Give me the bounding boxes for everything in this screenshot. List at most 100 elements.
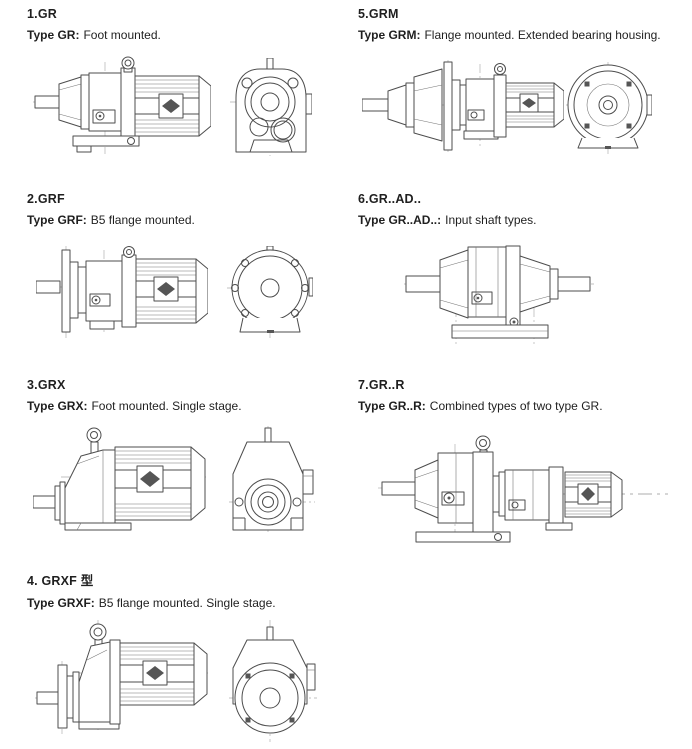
eye-bolt-icon [494, 63, 506, 75]
foot-bracket [239, 317, 301, 333]
output-shaft [362, 98, 389, 112]
grf-side-view-drawing [36, 246, 208, 338]
motor [564, 471, 623, 518]
section-gr-r-heading: 7.GR..R [358, 378, 405, 392]
gr-r-side-view-drawing [378, 435, 668, 543]
type-label: Type GRM: [358, 28, 421, 42]
gear-housing [54, 449, 116, 527]
motor [135, 258, 208, 324]
grx-front-view-drawing [229, 426, 315, 532]
grx-side-view-drawing [33, 427, 209, 531]
grf-front-view-drawing [227, 246, 313, 338]
output-shaft [34, 95, 60, 109]
foot-base [72, 135, 140, 153]
foot-bracket [577, 137, 639, 149]
section-gr: 1.GR Type GR:Foot mounted. [27, 7, 327, 42]
motor [114, 446, 206, 521]
vent-plug [266, 626, 274, 641]
type-label: Type GRXF: [27, 596, 95, 610]
mounting-flange [443, 61, 453, 151]
brand-logo-icon [153, 276, 179, 302]
gear-housing [232, 441, 314, 531]
gear-housing [66, 641, 120, 730]
type-text: Flange mounted. Extended bearing housing… [424, 28, 661, 42]
motor-flange [493, 74, 507, 138]
section-grxf: 4. GRXF 型 Type GRXF:B5 flange mounted. S… [27, 570, 327, 610]
gr-side-view-drawing [33, 56, 211, 154]
type-text: Foot mounted. Single stage. [91, 399, 242, 413]
section-gr-ad-description: Type GR..AD..:Input shaft types. [358, 213, 688, 227]
extended-bearing-housing [387, 68, 443, 142]
flange-face [231, 249, 309, 327]
gear-housing [414, 452, 474, 524]
grm-front-view-drawing [566, 62, 652, 154]
eye-bolt-icon [121, 56, 135, 73]
type-text: Combined types of two type GR. [429, 399, 603, 413]
type-label: Type GRF: [27, 213, 87, 227]
section-grx: 3.GRX Type GRX:Foot mounted. Single stag… [27, 378, 327, 413]
section-grm-description: Type GRM:Flange mounted. Extended bearin… [358, 28, 688, 42]
input-flange [505, 245, 521, 333]
output-shaft [36, 280, 61, 294]
motor [505, 82, 564, 128]
gear-housing [451, 78, 499, 140]
foot-base [415, 531, 511, 543]
flange-face [234, 662, 306, 734]
eye-bolt-icon [123, 246, 135, 258]
b5-flange [57, 664, 68, 729]
section-grf-heading: 2.GRF [27, 192, 65, 206]
bearing-bores [241, 76, 299, 143]
type-label: Type GR: [27, 28, 80, 42]
brand-logo-icon [519, 93, 539, 113]
eye-bolt-icon [89, 623, 107, 649]
input-shaft-housing [509, 255, 591, 327]
output-shaft [381, 481, 416, 496]
foot-base [64, 522, 132, 531]
brand-logo-icon [158, 93, 184, 119]
second-gear-unit [492, 466, 573, 531]
gear-housing [58, 72, 122, 132]
type-label: Type GR..R: [358, 399, 426, 413]
motor [119, 642, 208, 706]
output-shaft [36, 691, 59, 705]
grm-side-view-drawing [362, 60, 564, 152]
brand-logo-icon [577, 483, 599, 505]
vent-plug [264, 427, 272, 443]
vent-plug [266, 58, 274, 71]
output-shaft [405, 275, 441, 293]
type-text: Foot mounted. [83, 28, 161, 42]
section-grm: 5.GRM Type GRM:Flange mounted. Extended … [358, 7, 688, 42]
motor-flange [120, 67, 136, 137]
output-shaft [33, 495, 56, 509]
side-tab [646, 94, 652, 116]
section-gr-ad: 6.GR..AD.. Type GR..AD..:Input shaft typ… [358, 192, 688, 227]
section-gr-r: 7.GR..R Type GR..R:Combined types of two… [358, 378, 688, 413]
section-grf-description: Type GRF:B5 flange mounted. [27, 213, 327, 227]
grxf-front-view-drawing [229, 620, 317, 742]
bearing-bores [234, 478, 302, 526]
eye-bolt-icon [86, 427, 102, 455]
b5-flange [61, 249, 71, 333]
type-text: B5 flange mounted. Single stage. [98, 596, 276, 610]
section-gr-description: Type GR:Foot mounted. [27, 28, 327, 42]
gear-housing [69, 260, 123, 330]
motor-flange [109, 639, 121, 725]
section-grx-description: Type GRX:Foot mounted. Single stage. [27, 399, 327, 413]
section-grxf-heading: 4. GRXF 型 [27, 574, 94, 588]
flange-face [567, 64, 649, 146]
type-text: Input shaft types. [445, 213, 537, 227]
connecting-flange [472, 451, 494, 543]
section-grxf-description: Type GRXF:B5 flange mounted. Single stag… [27, 596, 327, 610]
gr-ad-side-view-drawing [404, 245, 594, 344]
type-label: Type GR..AD..: [358, 213, 442, 227]
section-grm-heading: 5.GRM [358, 7, 399, 21]
section-gr-heading: 1.GR [27, 7, 57, 21]
type-text: B5 flange mounted. [90, 213, 195, 227]
brand-logo-icon [142, 660, 168, 686]
type-label: Type GRX: [27, 399, 88, 413]
grxf-side-view-drawing [35, 620, 211, 734]
gear-housing [439, 246, 507, 319]
section-gr-r-description: Type GR..R:Combined types of two type GR… [358, 399, 688, 413]
foot-base [451, 324, 549, 339]
